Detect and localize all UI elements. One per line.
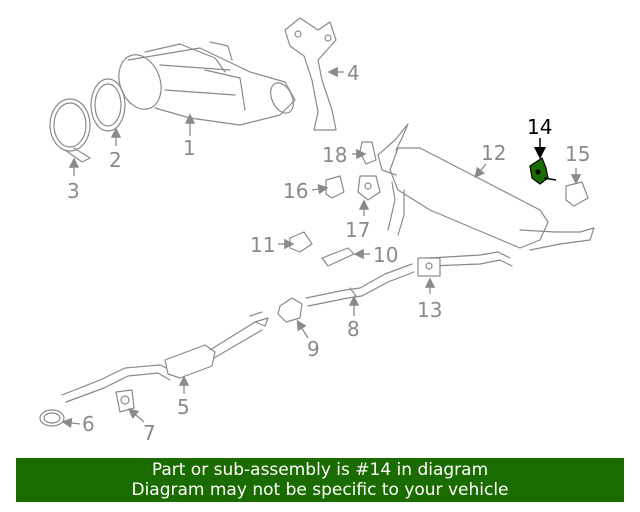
callout-1: 1 xyxy=(183,136,196,160)
callout-6: 6 xyxy=(82,412,95,436)
bracket-16-part xyxy=(325,175,345,199)
callout-15: 15 xyxy=(565,142,590,166)
callout-2: 2 xyxy=(109,148,122,172)
callout-8: 8 xyxy=(347,317,360,341)
callout-3: 3 xyxy=(67,179,80,203)
notice-banner: Part or sub-assembly is #14 in diagram D… xyxy=(16,458,624,502)
callout-7: 7 xyxy=(143,421,156,445)
highlighted-hanger-14-part xyxy=(529,157,557,185)
callout-13: 13 xyxy=(417,298,442,322)
catalytic-converter-part xyxy=(118,41,296,126)
banner-line-2: Diagram may not be specific to your vehi… xyxy=(131,480,509,500)
callout-14: 14 xyxy=(527,115,552,139)
leader-lines xyxy=(61,66,582,429)
banner-line-1: Part or sub-assembly is #14 in diagram xyxy=(151,460,489,480)
hanger-11-part xyxy=(289,231,313,253)
hanger-7-part xyxy=(115,389,135,413)
clip-18-part xyxy=(359,141,377,165)
gasket-ring-part xyxy=(90,78,126,132)
callout-12: 12 xyxy=(481,141,506,165)
callout-labels: 1 2 3 4 5 6 7 8 9 10 11 12 13 14 15 16 1… xyxy=(67,61,590,445)
bracket-17-part xyxy=(357,175,381,201)
callout-16: 16 xyxy=(283,179,308,203)
callout-10: 10 xyxy=(373,243,398,267)
hanger-15-part xyxy=(565,181,589,207)
center-pipe-part xyxy=(61,311,269,403)
clamp-part xyxy=(49,98,91,163)
callout-11: 11 xyxy=(250,233,275,257)
callout-5: 5 xyxy=(177,395,190,419)
hanger-10-part xyxy=(321,247,355,267)
callout-4: 4 xyxy=(347,61,360,85)
callout-17: 17 xyxy=(345,218,370,242)
clamp-9-part xyxy=(277,297,303,323)
callout-9: 9 xyxy=(307,337,320,361)
bracket-part xyxy=(284,17,337,131)
clamp-ring-part xyxy=(39,409,65,427)
hanger-13-part xyxy=(417,257,441,277)
intermediate-pipe-part xyxy=(305,263,415,307)
rear-muffler-part xyxy=(377,123,595,267)
callout-18: 18 xyxy=(322,143,347,167)
